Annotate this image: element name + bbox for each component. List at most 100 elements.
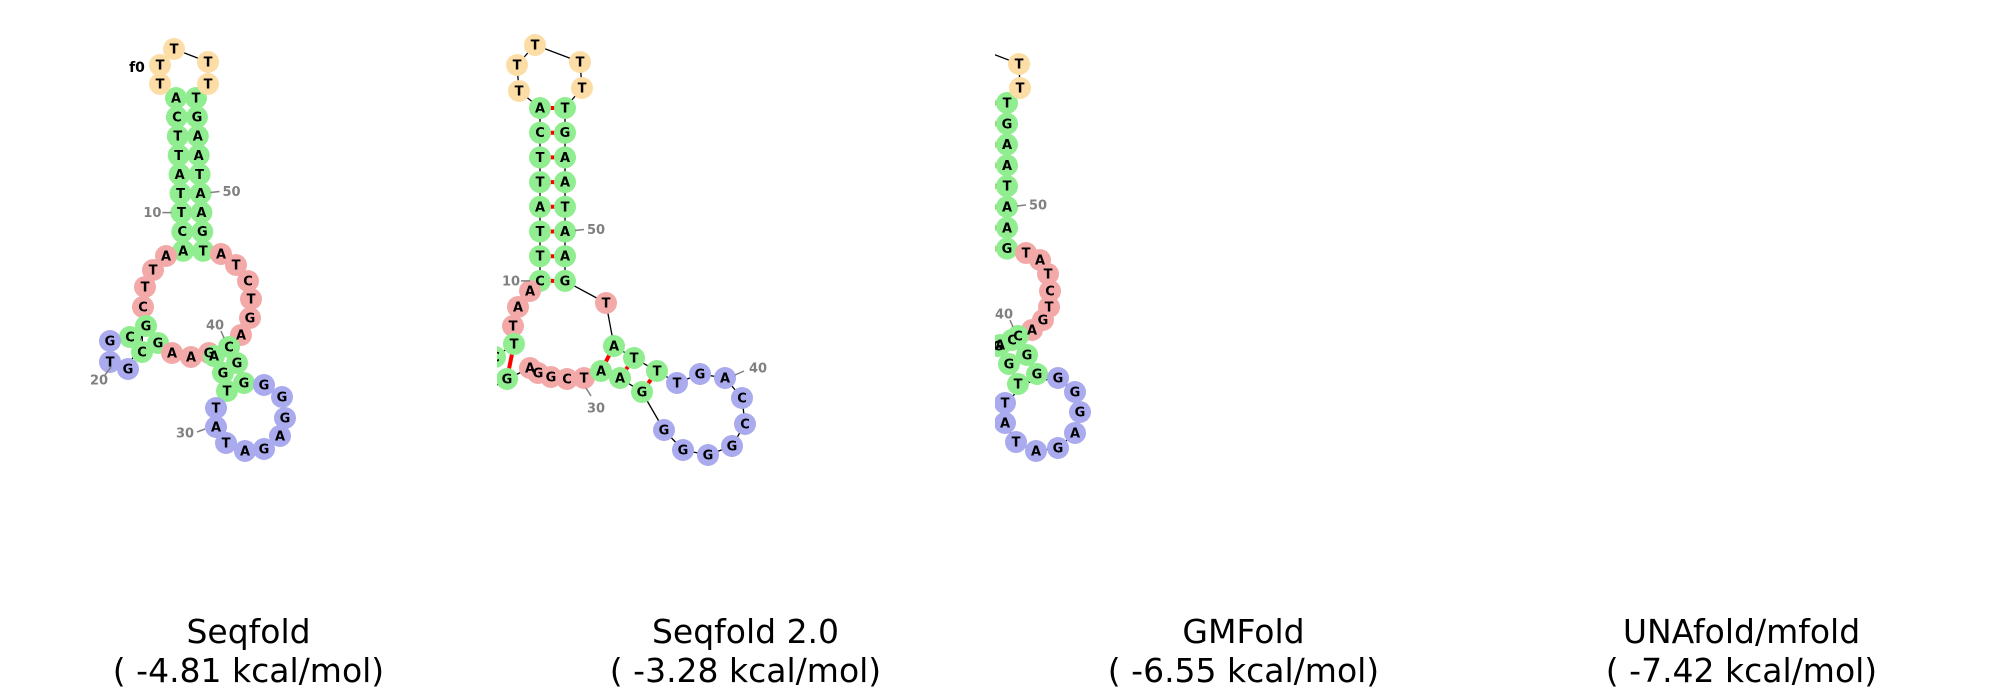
nucleotide-letter: C xyxy=(125,331,135,346)
nucleotide-letter: G xyxy=(1004,358,1015,373)
nucleotide-letter: T xyxy=(141,281,150,296)
rna-structure-gmfold: f0ATCGTATAATTATACGTTTTTAATATCTGACCTTGGAA… xyxy=(995,53,1091,462)
nucleotide-letter: C xyxy=(178,225,188,240)
nucleotide-letter: A xyxy=(1035,254,1045,269)
nucleotide-letter: A xyxy=(161,250,171,265)
nucleotide-letter: T xyxy=(536,151,545,166)
nucleotide-letter: G xyxy=(502,373,513,388)
free-energy: ( -6.55 kcal/mol) xyxy=(1107,651,1380,690)
nucleotide-circle xyxy=(149,73,171,95)
nucleotide-circle xyxy=(524,34,546,56)
nucleotide-letter: T xyxy=(156,78,165,93)
nucleotide-circle xyxy=(554,269,576,292)
nucleotide-letter: T xyxy=(578,82,587,97)
method-name: Seqfold 2.0 xyxy=(651,612,840,651)
nucleotide-letter: T xyxy=(1003,180,1012,195)
nucleotide-letter: G xyxy=(239,377,250,392)
nucleotide-circle xyxy=(529,171,551,194)
nucleotide-letter: A xyxy=(560,151,570,166)
structure-panel-gmfold: f0ATCGTATAATTATACGTTTTTAATATCTGACCTTGGAA… xyxy=(995,0,1492,697)
nucleotide-circle xyxy=(1008,53,1030,75)
nucleotide-circle xyxy=(165,106,188,129)
nucleotide-circle xyxy=(623,347,645,369)
nucleotide-letter: G xyxy=(1002,117,1013,132)
nucleotide-letter: T xyxy=(195,168,204,183)
nucleotide-letter: T xyxy=(561,200,570,215)
nucleotide-circle xyxy=(225,254,247,276)
nucleotide-circle xyxy=(233,372,255,394)
number-tick xyxy=(1016,204,1027,207)
nucleotide-letter: T xyxy=(223,385,232,400)
nucleotide-circle xyxy=(1069,401,1091,423)
nucleotide-letter: T xyxy=(204,56,213,71)
nucleotide-letter: G xyxy=(695,368,706,383)
nucleotide-letter: G xyxy=(277,391,288,406)
nucleotide-circle xyxy=(1007,325,1029,347)
nucleotide-circle xyxy=(666,372,688,394)
nucleotide-letter: T xyxy=(1015,58,1024,73)
nucleotide-letter: T xyxy=(156,59,165,74)
nucleotide-letter: A xyxy=(1027,324,1037,339)
nucleotide-letter: C xyxy=(740,418,750,433)
nucleotide-letter: T xyxy=(576,56,585,71)
nucleotide-circle xyxy=(554,121,576,144)
nucleotide-letter: T xyxy=(176,187,185,202)
nucleotide-letter: T xyxy=(247,293,256,308)
nucleotide-circle xyxy=(731,387,753,409)
nucleotide-letter: A xyxy=(1000,417,1010,432)
nucleotide-circle xyxy=(155,245,177,267)
nucleotide-circle xyxy=(237,270,259,292)
text-layer: f0ATCGTATAATTATACGTTTTTAATATCTGACCTTGGAA… xyxy=(995,58,1085,460)
circle-layer xyxy=(497,34,756,466)
nucleotide-letter: A xyxy=(236,329,246,344)
nucleotide-circle xyxy=(149,54,171,76)
nucleotide-circle xyxy=(996,154,1018,177)
nucleotide-letter: C xyxy=(497,351,500,366)
nucleotide-letter: T xyxy=(173,130,182,145)
nucleotide-letter: T xyxy=(149,264,158,279)
nucleotide-circle xyxy=(131,341,153,363)
position-number: 10 xyxy=(502,274,520,289)
nucleotide-letter: T xyxy=(602,297,611,312)
nucleotide-letter: T xyxy=(1012,436,1021,451)
nucleotide-letter: T xyxy=(1001,397,1010,412)
nucleotide-circle xyxy=(167,144,190,167)
nucleotide-letter: G xyxy=(637,386,648,401)
nucleotide-circle xyxy=(529,220,551,243)
nucleotide-letter: A xyxy=(1031,445,1041,460)
nucleotide-letter: T xyxy=(673,377,682,392)
nucleotide-letter: G xyxy=(546,371,557,386)
nucleotide-circle xyxy=(186,125,209,148)
method-name: GMFold xyxy=(1182,612,1305,651)
nucleotide-circle xyxy=(239,307,261,329)
nucleotide-letter: G xyxy=(995,340,1003,355)
nucleotide-letter: A xyxy=(1002,159,1012,174)
nucleotide-letter: C xyxy=(138,301,148,316)
circle-layer xyxy=(99,38,296,462)
nucleotide-circle xyxy=(1039,280,1061,302)
nucleotide-letter: A xyxy=(1070,427,1080,442)
nucleotide-letter: G xyxy=(141,320,152,335)
nucleotide-letter: A xyxy=(1002,221,1012,236)
nucleotide-circle xyxy=(609,367,631,389)
nucleotide-circle xyxy=(590,360,612,382)
nucleotide-circle xyxy=(529,97,551,119)
nucleotide-circle xyxy=(205,397,227,419)
nucleotide-letter: A xyxy=(1002,201,1012,216)
nucleotide-circle xyxy=(1064,422,1086,444)
nucleotide-circle xyxy=(996,133,1018,156)
nucleotide-circle xyxy=(529,146,551,169)
nucleotide-letter: T xyxy=(1022,247,1031,262)
nucleotide-letter: G xyxy=(218,367,229,382)
nucleotide-letter: G xyxy=(678,444,689,459)
nucleotide-letter: C xyxy=(137,346,147,361)
nucleotide-letter: A xyxy=(560,250,570,265)
panel-caption: UNAfold/mfold ( -7.42 kcal/mol) xyxy=(1493,612,1990,690)
nucleotide-letter: A xyxy=(193,130,203,145)
nucleotide-letter: T xyxy=(204,78,213,93)
number-tick xyxy=(210,190,220,194)
nucleotide-circle xyxy=(171,220,194,243)
